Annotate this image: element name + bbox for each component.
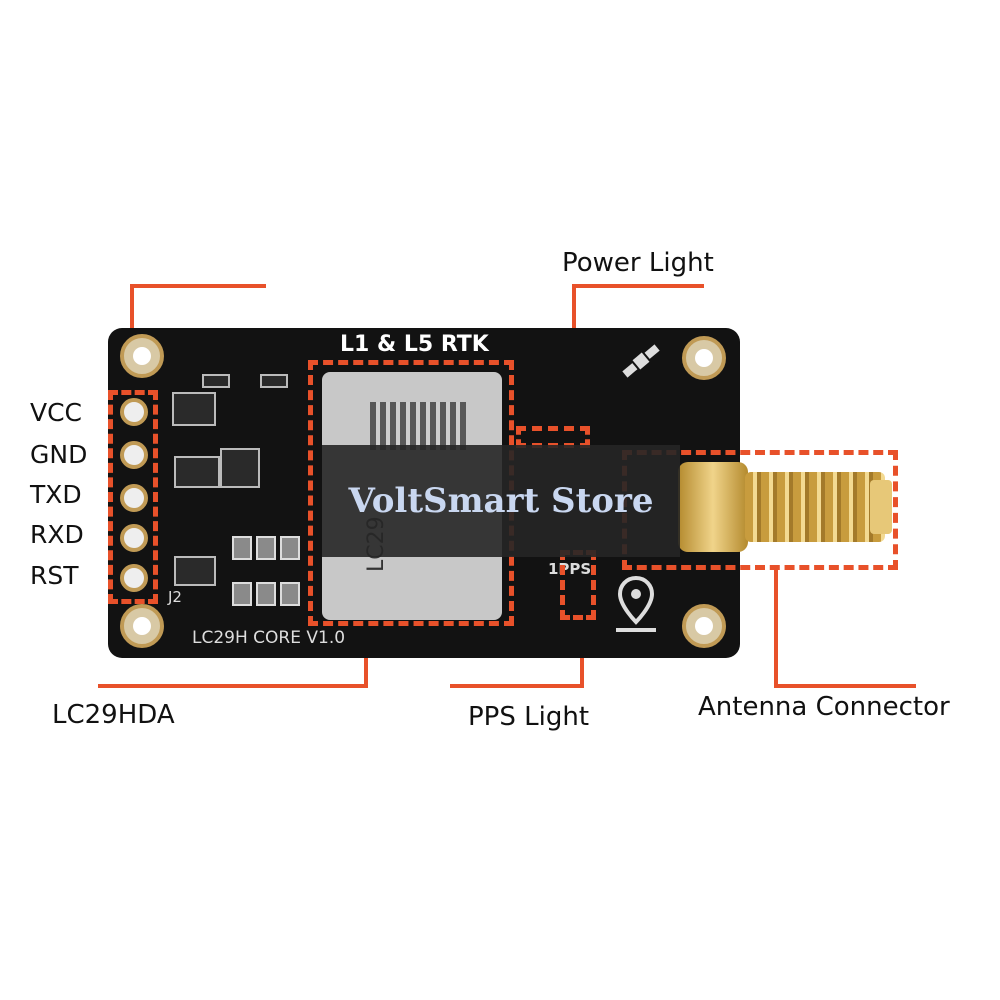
mounting-hole-bottom-right	[682, 604, 726, 648]
board-name-silkscreen: LC29H CORE V1.0	[192, 628, 346, 648]
header-silkscreen: J2	[168, 588, 182, 606]
callout-line-pins-horizontal	[130, 284, 266, 288]
pad	[256, 582, 276, 606]
callout-line-pps-horizontal	[450, 684, 584, 688]
label-antenna-connector: Antenna Connector	[698, 692, 950, 722]
smd-component	[260, 374, 288, 388]
mounting-hole-top-right	[682, 336, 726, 380]
callout-line-antenna-horizontal	[774, 684, 916, 688]
pin-hole-gnd	[120, 441, 148, 469]
pin-hole-vcc	[120, 398, 148, 426]
pad	[256, 536, 276, 560]
pad	[232, 536, 252, 560]
mounting-hole-bottom-left	[120, 604, 164, 648]
pin-label-vcc: VCC	[30, 398, 83, 427]
pin-hole-txd	[120, 484, 148, 512]
smd-component	[172, 392, 216, 426]
location-pin-icon	[616, 575, 656, 632]
callout-line-power-horizontal	[572, 284, 704, 288]
pin-hole-rxd	[120, 524, 148, 552]
pad	[232, 582, 252, 606]
module-qr-code	[370, 402, 466, 450]
pad	[280, 582, 300, 606]
watermark-text: VoltSmart Store	[348, 481, 654, 521]
pps-silkscreen: 1PPS	[548, 560, 592, 578]
mounting-hole-top-left	[120, 334, 164, 378]
label-pps-light: PPS Light	[468, 702, 590, 732]
callout-line-antenna-vertical	[774, 568, 778, 688]
pad	[280, 536, 300, 560]
smd-component	[220, 448, 260, 488]
smd-component	[174, 456, 220, 488]
watermark-banner: VoltSmart Store	[322, 445, 680, 557]
satellite-icon	[622, 344, 660, 378]
pin-label-rst: RST	[30, 561, 79, 590]
smd-component	[174, 556, 216, 586]
label-top-title: L1 & L5 RTK	[340, 332, 489, 357]
sma-connector-barrel	[745, 472, 885, 542]
callout-line-chip-horizontal	[98, 684, 368, 688]
label-chip: LC29HDA	[52, 700, 175, 730]
label-power-light: Power Light	[562, 248, 714, 278]
sma-connector-tip	[870, 480, 892, 534]
pin-label-rxd: RXD	[30, 520, 84, 549]
highlight-pin-header	[108, 390, 158, 604]
smd-component	[202, 374, 230, 388]
pin-label-txd: TXD	[30, 480, 82, 509]
highlight-pps-light	[560, 550, 596, 620]
pin-hole-rst	[120, 564, 148, 592]
sma-connector-body	[678, 462, 748, 552]
pin-label-gnd: GND	[30, 440, 88, 469]
